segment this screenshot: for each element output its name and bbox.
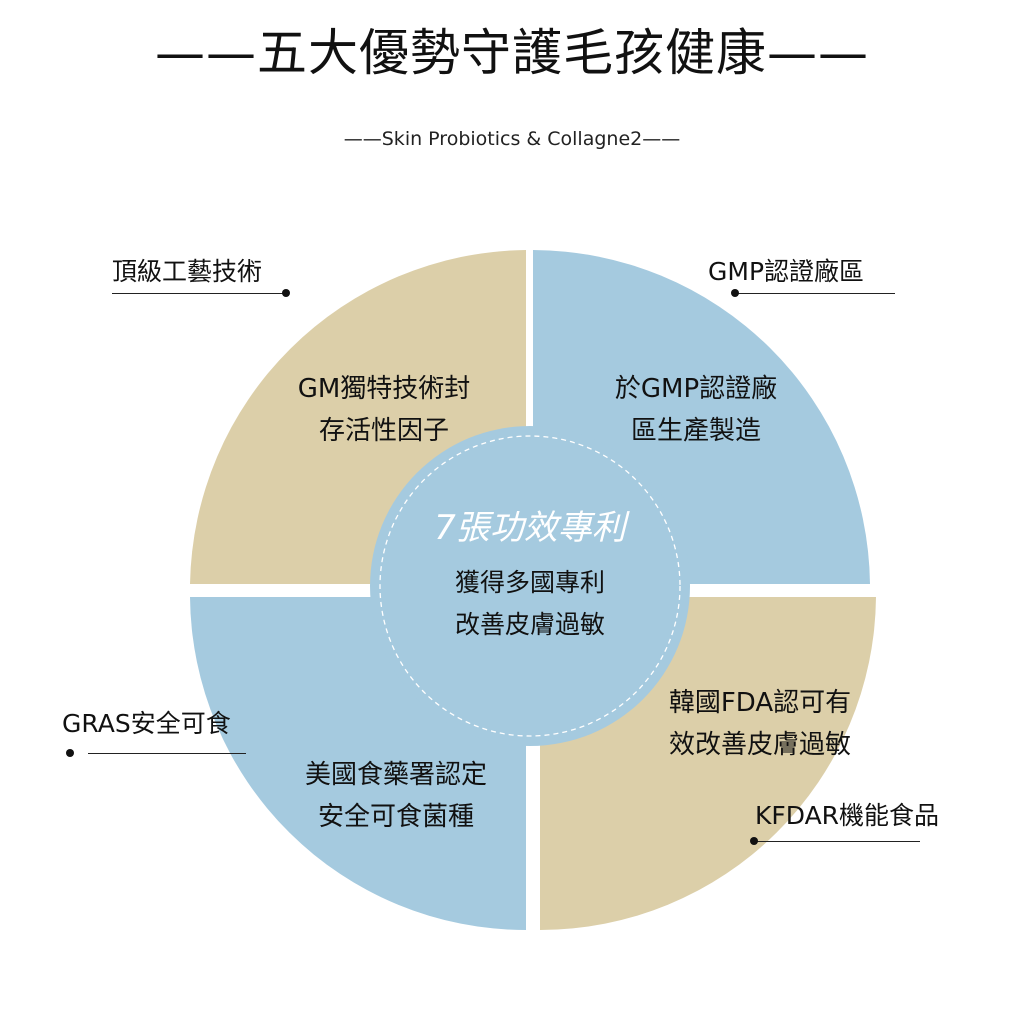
callout-line	[735, 293, 895, 294]
callout-dot	[66, 749, 74, 757]
callout-line	[754, 841, 920, 842]
text-line: 獲得多國專利	[454, 568, 605, 597]
label-bottom-left: GRAS安全可食	[62, 709, 231, 738]
callout-line	[112, 293, 286, 294]
text-line: 美國食藥署認定	[304, 760, 487, 790]
text-line: 改善皮膚過敏	[454, 610, 605, 639]
callout-dot	[750, 837, 758, 845]
center-title: 7張功效專利	[434, 508, 626, 548]
center-dashed-ring	[379, 435, 681, 737]
text-line: 於GMP認證廠	[614, 374, 778, 404]
page-subtitle: ——Skin Probiotics & Collagne2——	[343, 128, 681, 150]
center-text: 獲得多國專利 改善皮膚過敏	[380, 562, 680, 646]
quadrant-top-left-text: GM獨特技術封 存活性因子	[234, 368, 534, 452]
text-line: 區生產製造	[630, 416, 761, 446]
page-title: ——五大優勢守護毛孩健康——	[155, 24, 869, 82]
label-top-left: 頂級工藝技術	[112, 257, 263, 286]
quadrant-top-right-text: 於GMP認證廠 區生產製造	[546, 368, 846, 452]
text-line: 韓國FDA認可有	[668, 688, 852, 718]
center-circle	[370, 426, 690, 746]
text-line: GM獨特技術封	[297, 374, 471, 404]
callout-dot	[731, 289, 739, 297]
quadrant-bottom-left-text: 美國食藥署認定 安全可食菌種	[246, 754, 546, 838]
text-line: 存活性因子	[318, 416, 449, 446]
label-bottom-right: KFDAR機能食品	[755, 801, 940, 830]
callout-dot	[282, 289, 290, 297]
text-line: 安全可食菌種	[317, 802, 474, 832]
callout-line	[88, 753, 246, 754]
text-line: 效改善皮膚過敏	[668, 730, 851, 760]
quadrant-bottom-right-text: 韓國FDA認可有 效改善皮膚過敏	[610, 682, 910, 766]
label-top-right: GMP認證廠區	[708, 257, 865, 286]
